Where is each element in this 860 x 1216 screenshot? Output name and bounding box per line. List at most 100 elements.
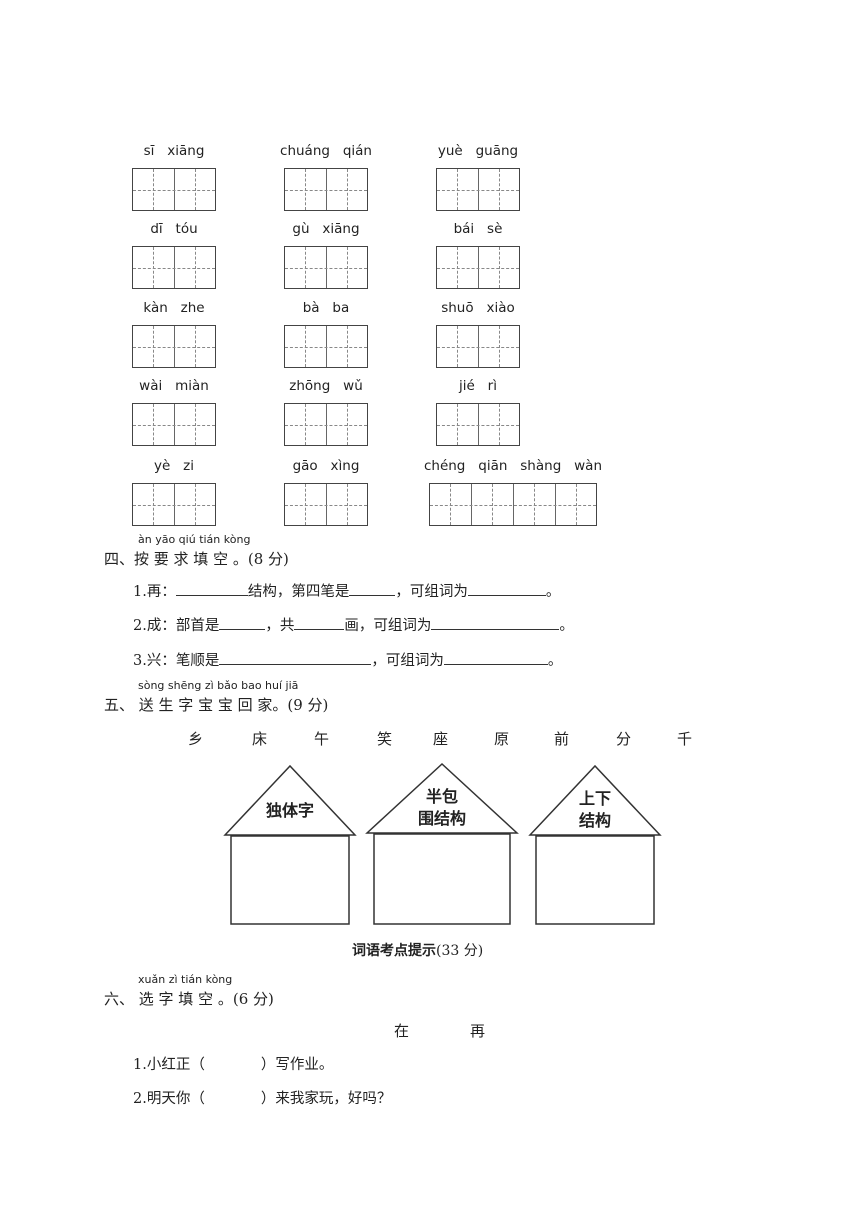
section-6-title: xuǎn zì tián kòng 六、 选 字 填 空 。(6 分) [104, 973, 274, 1009]
blank[interactable] [349, 581, 396, 596]
grid-midline [437, 424, 519, 426]
choice-line-2-b: ）来我家玩，好吗？ [260, 1091, 392, 1107]
tip-title-score: (33 分) [436, 943, 484, 959]
blank[interactable] [294, 615, 345, 630]
section-4-title: àn yāo qiú tián kòng 四、按 要 求 填 空 。(8 分) [104, 533, 289, 569]
grid-midline [133, 189, 215, 191]
pinyin-label: chéng qiān shàng wàn [423, 458, 603, 474]
pinyin-label: gāo xìng [292, 458, 360, 474]
house-3-label-line1: 上下 [578, 789, 611, 808]
line-2-part-c: 画，可组词为 [344, 618, 432, 634]
grid-midline [133, 267, 215, 269]
writing-box[interactable] [132, 483, 216, 526]
choice-line-1-a: 1.小红正（ [133, 1057, 205, 1073]
writing-box[interactable] [436, 325, 520, 368]
pinyin-label: zhōng wǔ [289, 378, 363, 394]
grid-midline [285, 267, 367, 269]
writing-box[interactable] [132, 246, 216, 289]
grid-midline [133, 346, 215, 348]
grid-midline [430, 504, 596, 506]
blank[interactable] [175, 581, 248, 596]
house-2 [365, 762, 519, 925]
line-1-part-d: 。 [545, 584, 561, 600]
section-4-ruby: àn yāo qiú tián kòng [138, 533, 251, 546]
writing-box[interactable] [436, 403, 520, 446]
line-2-part-b: ，共 [265, 618, 295, 634]
char-item: 乡 [188, 730, 204, 748]
blank[interactable] [443, 650, 548, 665]
char-item: 笑 [377, 730, 393, 748]
writing-box[interactable] [132, 403, 216, 446]
writing-box[interactable] [284, 168, 368, 211]
fill-line-3: 3.兴：笔顺是，可组词为。 [133, 649, 562, 670]
house-3-label: 上下 结构 [555, 788, 635, 832]
writing-box[interactable] [436, 168, 520, 211]
house-3-body [535, 835, 655, 925]
grid-midline [437, 267, 519, 269]
grid-midline [133, 424, 215, 426]
choice-words: 在 再 [0, 1020, 860, 1042]
pinyin-label: jié rì [459, 378, 497, 394]
choice-line-2: 2.明天你（ ）来我家玩，好吗？ [133, 1087, 391, 1108]
char-item: 座 [433, 730, 449, 748]
pinyin-label: yè zi [153, 458, 194, 474]
choice-line-1: 1.小红正（ ）写作业。 [133, 1053, 333, 1074]
section-5-title: sòng shēng zì bǎo bao huí jiā 五、 送 生 字 宝… [104, 679, 329, 715]
pinyin-label: kàn zhe [143, 300, 205, 316]
line-2-part-a: 2.成：部首是 [133, 618, 220, 634]
writing-box[interactable] [284, 483, 368, 526]
line-1-part-a: 1.再： [133, 584, 176, 600]
choice-word: 再 [470, 1022, 486, 1040]
choice-word: 在 [394, 1022, 410, 1040]
house-1 [223, 764, 357, 925]
grid-midline [437, 346, 519, 348]
house-2-label-line1: 半包 [425, 787, 458, 806]
section-5-ruby: sòng shēng zì bǎo bao huí jiā [138, 679, 299, 692]
house-3-label-line2: 结构 [578, 811, 611, 830]
blank[interactable] [219, 615, 266, 630]
line-3-part-b: ，可组词为 [371, 653, 444, 669]
house-1-roof [223, 764, 357, 836]
house-3 [528, 764, 662, 925]
grid-midline [285, 346, 367, 348]
writing-box[interactable] [132, 168, 216, 211]
char-item: 原 [494, 730, 510, 748]
section-6-title-text: 六、 选 字 填 空 。(6 分) [104, 990, 274, 1008]
pinyin-label: chuáng qián [280, 143, 372, 159]
pinyin-label: dī tóu [150, 221, 198, 237]
line-2-part-d: 。 [559, 618, 574, 634]
blank[interactable] [219, 650, 372, 665]
house-1-label: 独体字 [250, 800, 330, 822]
section-5-title-text: 五、 送 生 字 宝 宝 回 家。(9 分) [104, 696, 329, 714]
tip-title-bold: 词语考点提示 [352, 943, 436, 959]
house-1-label-line1: 独体字 [265, 801, 314, 820]
blank[interactable] [467, 581, 546, 596]
fill-line-1: 1.再：结构，第四笔是，可组词为。 [133, 580, 560, 601]
grid-midline [285, 424, 367, 426]
pinyin-label: bái sè [453, 221, 503, 237]
choice-line-2-a: 2.明天你（ [133, 1091, 205, 1107]
line-1-part-c: ，可组词为 [395, 584, 468, 600]
writing-box[interactable] [132, 325, 216, 368]
char-item: 分 [616, 730, 632, 748]
line-3-part-c: 。 [547, 653, 563, 669]
pinyin-label: bà ba [302, 300, 350, 316]
writing-box[interactable] [436, 246, 520, 289]
house-2-roof [365, 762, 519, 834]
writing-box[interactable] [284, 403, 368, 446]
character-list: 乡 床 午 笑 座 原 前 分 千 [0, 728, 860, 750]
house-3-roof [528, 764, 662, 836]
pinyin-label: yuè guāng [437, 143, 519, 159]
blank[interactable] [431, 615, 560, 630]
fill-line-2: 2.成：部首是 ，共 画，可组词为 。 [133, 614, 574, 635]
section-6-ruby: xuǎn zì tián kòng [138, 973, 233, 986]
grid-midline [285, 504, 367, 506]
writing-box[interactable] [284, 325, 368, 368]
house-2-label: 半包 围结构 [392, 786, 492, 830]
pinyin-label: shuō xiào [441, 300, 515, 316]
choice-line-1-b: ）写作业。 [260, 1057, 334, 1073]
writing-box[interactable] [429, 483, 597, 526]
writing-box[interactable] [284, 246, 368, 289]
char-item: 床 [252, 730, 268, 748]
grid-midline [437, 189, 519, 191]
